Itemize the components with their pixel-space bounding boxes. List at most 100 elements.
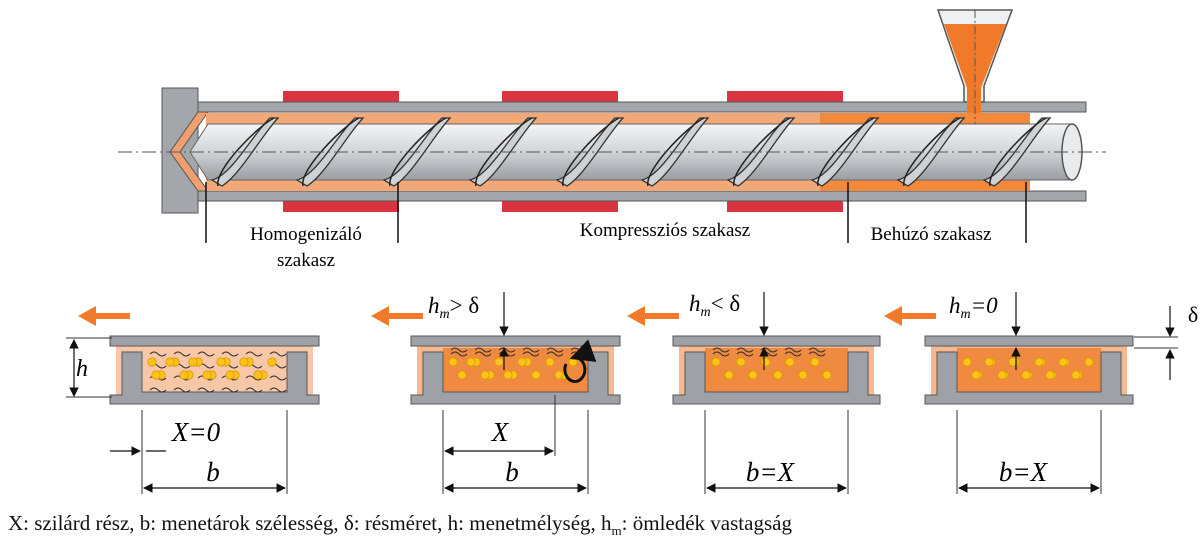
melt-flow-mark: [197, 387, 215, 393]
melt-flow-mark: [245, 375, 263, 381]
solid-pellet: [517, 357, 527, 367]
solid-pellet: [545, 357, 555, 367]
screw-flight-section: [109, 351, 320, 405]
screw-flight-section: [410, 351, 621, 405]
melt-flow-mark: [269, 375, 287, 381]
melt-flow-mark: [197, 351, 215, 357]
melt-flow-mark: [173, 351, 191, 357]
melt-flow-mark: [736, 347, 754, 353]
solid-pellet: [1045, 370, 1055, 380]
channel-panel: [371, 292, 621, 494]
barrel-wall: [109, 335, 320, 347]
melt-flow-mark: [546, 347, 564, 353]
screw-flight-edge: [903, 117, 961, 187]
screw-flight-edge: [475, 117, 533, 187]
melt-flow-mark: [808, 347, 826, 353]
screw-flight-section: [672, 351, 881, 405]
melt-flow-mark: [736, 351, 754, 357]
solid-pellet: [457, 370, 467, 380]
melt-flow-mark: [221, 351, 239, 357]
channel-panel: [78, 306, 320, 494]
barrel-wall: [410, 335, 621, 347]
solid-pellet: [202, 370, 212, 380]
zone-label-homogenizing: Homogenizáló: [250, 224, 362, 245]
solid-pellet: [1084, 357, 1094, 367]
extruder: Homogenizáló szakasz Kompressziós szakas…: [118, 9, 1106, 271]
screw-flight-edge: [562, 117, 620, 187]
solid-pellet: [997, 370, 1007, 380]
melt-flow-mark: [784, 351, 802, 357]
solid-pellet: [810, 357, 820, 367]
solid-pellet: [984, 357, 994, 367]
heater-band: [283, 200, 399, 212]
screw-flight: [896, 117, 966, 187]
solid-pellet: [1021, 370, 1031, 380]
channel-width-label: b: [505, 457, 519, 487]
melt-flow-mark: [474, 351, 492, 357]
solid-pellet: [1071, 370, 1081, 380]
barrel-wall-top: [197, 101, 1087, 113]
flow-direction-arrowhead: [627, 306, 645, 326]
melt-flow-mark: [522, 351, 540, 357]
barrel-wall-bottom: [197, 190, 1087, 202]
melt-flow-mark: [149, 351, 167, 357]
screw-flight: [555, 117, 625, 187]
heater-band: [727, 200, 843, 212]
solid-pellet: [179, 370, 189, 380]
melt-flow-mark: [173, 387, 191, 393]
melt-flow-mark: [245, 351, 263, 357]
flow-direction-arrowhead: [78, 306, 96, 326]
flow-direction-arrowhead: [884, 306, 902, 326]
melt-flow-mark: [450, 351, 468, 357]
condition-label: hm=0: [949, 293, 998, 322]
solid-width-label: X=0: [171, 417, 221, 447]
melt-flow-mark: [269, 351, 287, 357]
solid-pellet: [971, 370, 981, 380]
solid-pellet: [785, 357, 795, 367]
solid-pellet: [225, 370, 235, 380]
screw-flight-edge: [733, 117, 791, 187]
melt-flow-mark: [546, 351, 564, 357]
melt-flow-mark: [474, 347, 492, 353]
solid-pellet: [466, 357, 476, 367]
melt-flow-mark: [149, 387, 167, 393]
heater-band: [502, 91, 618, 103]
melt-flow-mark: [808, 351, 826, 357]
screw-flight-edge: [817, 117, 875, 187]
zone-label-compression: Kompressziós szakasz: [580, 220, 750, 241]
solid-pellet: [798, 370, 808, 380]
melt-flow-mark: [712, 351, 730, 357]
zone-label-homogenizing-2: szakasz: [277, 250, 335, 271]
solid-pellet: [736, 357, 746, 367]
melt-flow-mark: [245, 387, 263, 393]
solid-pellet: [711, 357, 721, 367]
melt-flow-mark: [269, 387, 287, 393]
solid-pellet: [724, 370, 734, 380]
solid-width-label: X: [491, 417, 510, 447]
solid-pellet: [480, 370, 490, 380]
screw-flight-section: [924, 351, 1134, 405]
solid-pellet: [147, 357, 157, 367]
channel-panel: [627, 292, 881, 494]
solid-pellet: [503, 370, 513, 380]
solid-pellet: [253, 370, 263, 380]
solid-pellet: [267, 357, 277, 367]
solid-pellet: [165, 357, 175, 367]
channel-width-label: b=X: [999, 457, 1049, 487]
solid-pellet: [554, 370, 564, 380]
solid-pellet: [1058, 357, 1068, 367]
melt-flow-mark: [221, 387, 239, 393]
channel-width-label: b: [206, 457, 220, 487]
solid-pellet: [962, 357, 972, 367]
solid-pellet: [1034, 357, 1044, 367]
screw-flight-edge: [989, 117, 1047, 187]
zone-label-feed: Behúzó szakasz: [871, 224, 992, 245]
screw-flight-edge: [302, 117, 360, 187]
melt-flow-mark: [522, 347, 540, 353]
condition-label: hm> δ: [428, 293, 479, 322]
solid-pellet: [822, 370, 832, 380]
screw-flight-edge: [217, 117, 275, 187]
circulation-arrow: [563, 339, 597, 383]
condition-label: hm< δ: [689, 291, 740, 320]
